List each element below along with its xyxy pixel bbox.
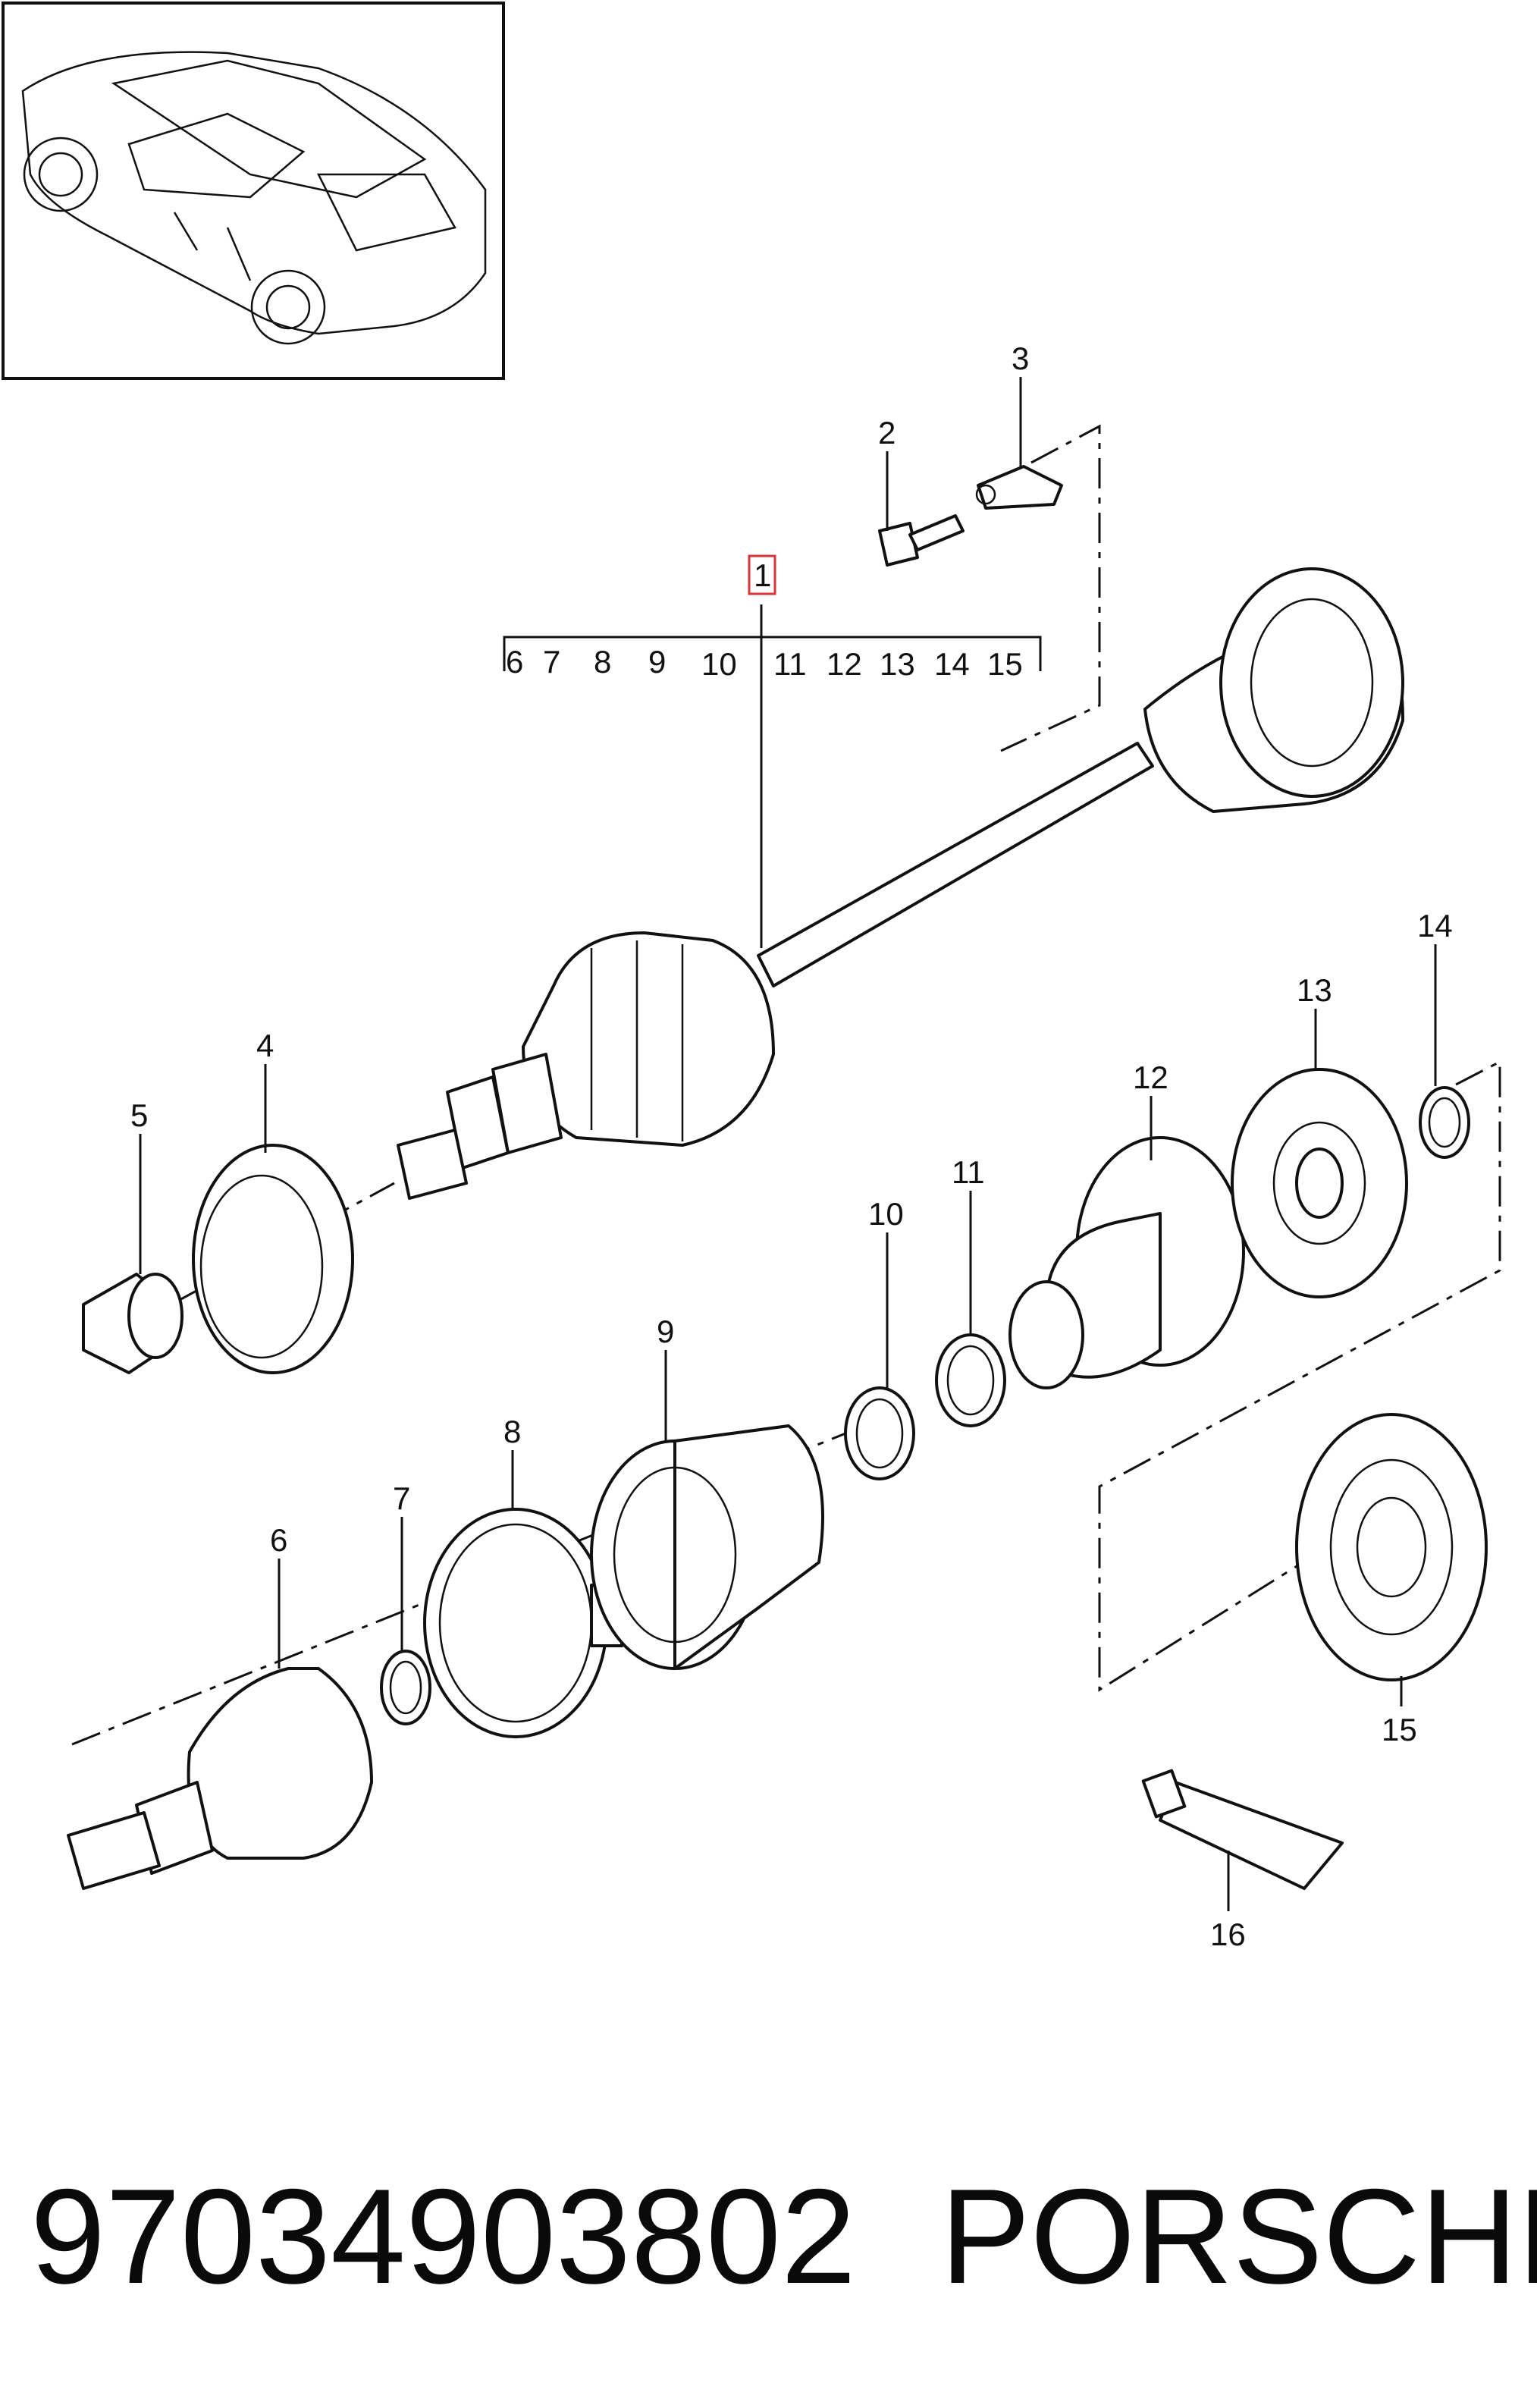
bracket-range — [503, 636, 1042, 671]
clamp-11 — [935, 1333, 1006, 1427]
range-item-8[interactable]: 8 — [594, 644, 611, 680]
range-item-14[interactable]: 14 — [934, 646, 970, 682]
callout-16[interactable]: 16 — [1210, 1917, 1246, 1952]
brand-name: PORSCHE — [940, 2161, 1537, 2312]
range-item-15[interactable]: 15 — [987, 646, 1023, 682]
callout-10[interactable]: 10 — [868, 1196, 904, 1232]
alignment-line-middle — [1098, 1060, 1501, 1692]
assembly-range: 6 7 8 9 10 11 12 13 14 15 — [506, 644, 1023, 682]
drive-shaft — [397, 567, 1404, 1200]
callout-8[interactable]: 8 — [503, 1414, 521, 1449]
circlip-7 — [380, 1650, 431, 1725]
highlight-box-1 — [748, 554, 776, 595]
range-item-10[interactable]: 10 — [701, 646, 737, 682]
outer-cv-joint — [67, 1667, 373, 1890]
boot-9 — [590, 1424, 824, 1670]
callout-2[interactable]: 2 — [878, 415, 896, 451]
callout-11[interactable]: 11 — [952, 1154, 985, 1190]
bolt — [878, 514, 965, 567]
clamp-10 — [844, 1386, 915, 1480]
callout-9[interactable]: 9 — [657, 1314, 674, 1349]
boot-ring — [192, 1144, 354, 1374]
callout-5[interactable]: 5 — [130, 1097, 148, 1133]
callout-6[interactable]: 6 — [270, 1522, 287, 1558]
inner-cv-joint — [1231, 1068, 1408, 1298]
part-number: 97034903802 — [30, 2161, 856, 2312]
callout-14[interactable]: 14 — [1417, 908, 1453, 943]
range-item-13[interactable]: 13 — [880, 646, 915, 682]
circlip-14 — [1419, 1086, 1470, 1159]
range-item-12[interactable]: 12 — [827, 646, 862, 682]
grease-tube — [1141, 1769, 1344, 1890]
axle-nut — [82, 1273, 183, 1374]
callout-15[interactable]: 15 — [1382, 1712, 1417, 1747]
callout-4[interactable]: 4 — [256, 1028, 274, 1063]
alignment-line-upper — [1000, 424, 1101, 752]
callout-7[interactable]: 7 — [393, 1480, 410, 1516]
range-item-7[interactable]: 7 — [543, 644, 560, 680]
bracket — [975, 465, 1063, 510]
callout-12[interactable]: 12 — [1133, 1060, 1168, 1095]
range-item-9[interactable]: 9 — [648, 644, 666, 680]
callout-1[interactable]: 1 — [754, 557, 771, 593]
range-item-6[interactable]: 6 — [506, 644, 523, 680]
cover-15 — [1295, 1413, 1488, 1681]
range-item-11[interactable]: 11 — [773, 646, 807, 682]
boot-12 — [1008, 1136, 1245, 1389]
callout-13[interactable]: 13 — [1297, 972, 1332, 1008]
vehicle-thumbnail — [2, 2, 505, 380]
callout-3[interactable]: 3 — [1012, 341, 1029, 376]
